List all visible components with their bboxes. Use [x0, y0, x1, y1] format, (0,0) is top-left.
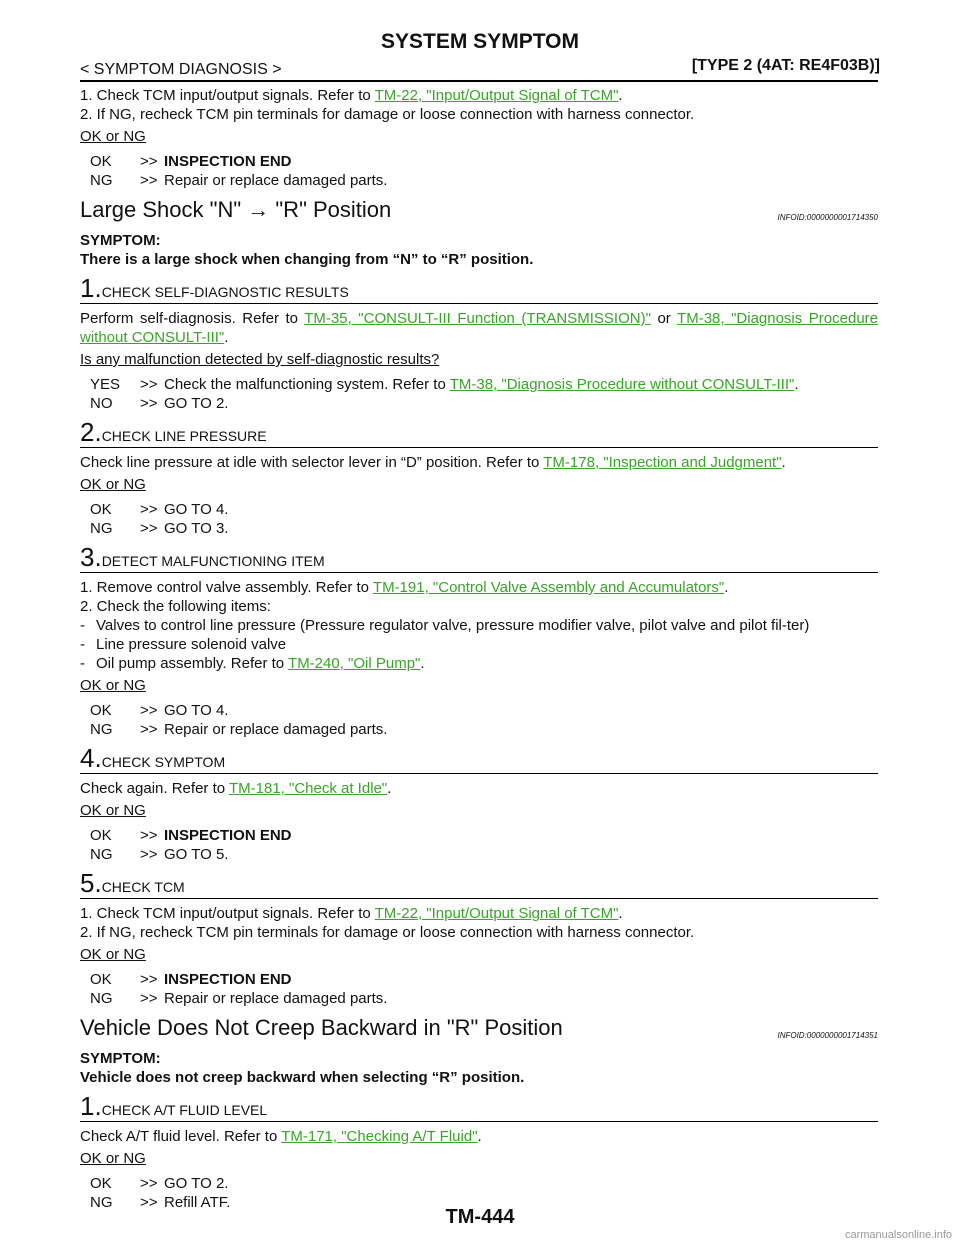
intro-line-1: 1. Check TCM input/output signals. Refer…	[80, 87, 623, 104]
link-tm38-yes[interactable]: TM-38, "Diagnosis Procedure without CONS…	[449, 376, 795, 393]
step-3-heading: 3.DETECT MALFUNCTIONING ITEM	[80, 544, 878, 573]
step-2-text: Check line pressure at idle with selecto…	[80, 454, 786, 471]
result-ok: OK>>INSPECTION END	[90, 153, 292, 170]
step-3-line-1: 1. Remove control valve assembly. Refer …	[80, 579, 729, 596]
ok-or-ng-heading: OK or NG	[80, 476, 146, 493]
page-number: TM-444	[445, 1206, 515, 1228]
page-title: SYSTEM SYMPTOM	[381, 30, 579, 53]
result-ng: NG>>Refill ATF.	[90, 1194, 231, 1211]
symptom-text: Vehicle does not creep backward when sel…	[80, 1069, 525, 1086]
intro-line-2: 2. If NG, recheck TCM pin terminals for …	[80, 106, 695, 123]
symptom-label: SYMPTOM:	[80, 1050, 161, 1067]
link-tm171[interactable]: TM-171, "Checking A/T Fluid"	[281, 1128, 478, 1145]
step-3-line-2: 2. Check the following items:	[80, 598, 271, 615]
step-5-line-2: 2. If NG, recheck TCM pin terminals for …	[80, 924, 695, 941]
ok-or-ng-heading: OK or NG	[80, 946, 146, 963]
link-tm22[interactable]: TM-22, "Input/Output Signal of TCM"	[374, 87, 619, 104]
link-tm35[interactable]: TM-35, "CONSULT-III Function (TRANSMISSI…	[304, 310, 651, 327]
step-1-heading: 1.CHECK A/T FLUID LEVEL	[80, 1093, 878, 1122]
result-ok: OK>>GO TO 4.	[90, 501, 229, 518]
list-item: -Valves to control line pressure (Pressu…	[80, 617, 810, 634]
result-ng: NG>>GO TO 3.	[90, 520, 229, 537]
link-tm240[interactable]: TM-240, "Oil Pump"	[288, 655, 421, 672]
link-tm181[interactable]: TM-181, "Check at Idle"	[228, 780, 388, 797]
ok-or-ng-heading: OK or NG	[80, 802, 146, 819]
result-ng: NG>>GO TO 5.	[90, 846, 229, 863]
step-1-heading: 1.CHECK SELF-DIAGNOSTIC RESULTS	[80, 275, 878, 304]
result-ok: OK>>GO TO 2.	[90, 1175, 229, 1192]
list-item: -Oil pump assembly. Refer to TM-240, "Oi…	[80, 655, 425, 672]
result-yes: YES>>Check the malfunctioning system. Re…	[90, 376, 799, 393]
step-1-text: Check A/T fluid level. Refer to TM-171, …	[80, 1128, 482, 1145]
result-ng: NG>>Repair or replace damaged parts.	[90, 990, 388, 1007]
link-tm38[interactable]: TM-38, "Diagnosis Procedure without CONS…	[80, 310, 879, 346]
list-item: -Line pressure solenoid valve	[80, 636, 287, 653]
ok-or-ng-heading: OK or NG	[80, 677, 146, 694]
page-content: 1. Check TCM input/output signals. Refer…	[80, 86, 878, 1212]
link-tm178[interactable]: TM-178, "Inspection and Judgment"	[543, 454, 782, 471]
result-no: NO>>GO TO 2.	[90, 395, 229, 412]
ok-or-ng-heading: OK or NG	[80, 128, 146, 145]
step-4-heading: 4.CHECK SYMPTOM	[80, 745, 878, 774]
step-2-heading: 2.CHECK LINE PRESSURE	[80, 419, 878, 448]
symptom-text: There is a large shock when changing fro…	[80, 251, 534, 268]
result-ok: OK>>INSPECTION END	[90, 971, 292, 988]
result-ok: OK>>INSPECTION END	[90, 827, 292, 844]
step-4-text: Check again. Refer to TM-181, "Check at …	[80, 780, 392, 797]
watermark: carmanualsonline.info	[844, 1229, 952, 1241]
ok-or-ng-heading: OK or NG	[80, 1150, 146, 1167]
section-heading-no-creep: Vehicle Does Not Creep Backward in "R" P…	[80, 1015, 878, 1040]
header-model-label: [TYPE 2 (4AT: RE4F03B)]	[691, 57, 880, 74]
result-ng: NG>>Repair or replace damaged parts.	[90, 172, 388, 189]
step-5-line-1: 1. Check TCM input/output signals. Refer…	[80, 905, 623, 922]
step-5-heading: 5.CHECK TCM	[80, 870, 878, 899]
result-ng: NG>>Repair or replace damaged parts.	[90, 721, 388, 738]
symptom-label: SYMPTOM:	[80, 232, 161, 249]
step-1-question: Is any malfunction detected by self-diag…	[80, 351, 440, 368]
header-rule	[80, 80, 878, 82]
step-1-text: Perform self-diagnosis. Refer to TM-35, …	[80, 310, 879, 346]
header-section-label: < SYMPTOM DIAGNOSIS >	[80, 61, 282, 78]
link-tm191[interactable]: TM-191, "Control Valve Assembly and Accu…	[372, 579, 725, 596]
result-ok: OK>>GO TO 4.	[90, 702, 229, 719]
link-tm22[interactable]: TM-22, "Input/Output Signal of TCM"	[374, 905, 619, 922]
